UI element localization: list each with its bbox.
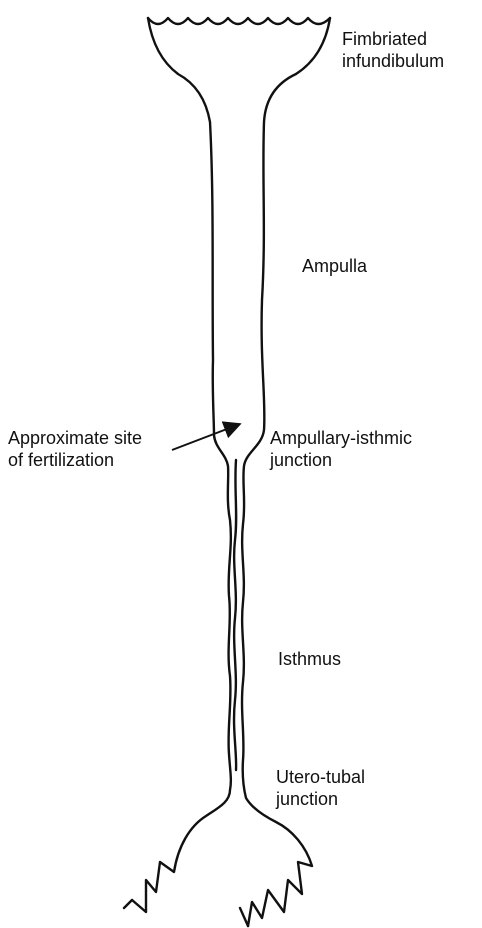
label-fimbriated-infundibulum: Fimbriated infundibulum bbox=[342, 28, 444, 72]
isthmus-lumen bbox=[234, 460, 236, 770]
uterine-horn-base bbox=[124, 900, 248, 926]
label-fertilization-site: Approximate site of fertilization bbox=[8, 427, 142, 471]
label-ampullary-isthmic-junction: Ampullary-isthmic junction bbox=[270, 427, 412, 471]
fertilization-arrow bbox=[172, 424, 240, 450]
label-utero-tubal-junction: Utero-tubal junction bbox=[276, 766, 365, 810]
label-isthmus: Isthmus bbox=[278, 648, 341, 670]
tube-left-wall bbox=[132, 18, 231, 912]
infundibulum-rim bbox=[148, 18, 330, 24]
label-ampulla: Ampulla bbox=[302, 255, 367, 277]
